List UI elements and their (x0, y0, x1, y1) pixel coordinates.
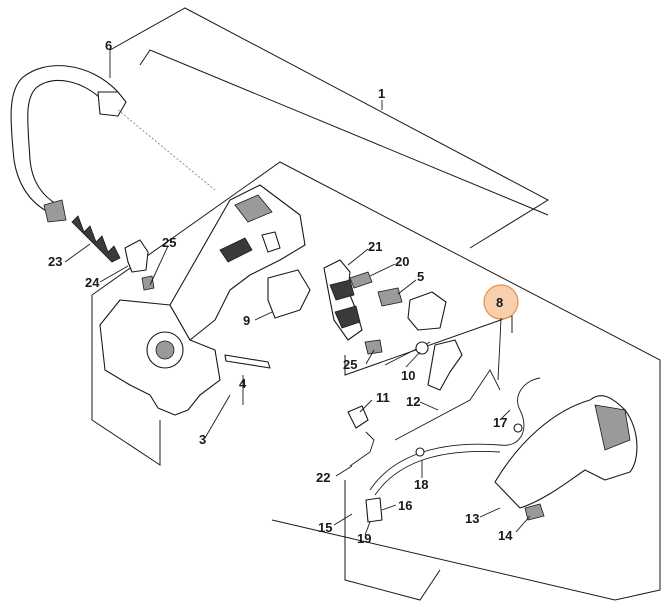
label-15: 15 (318, 520, 332, 535)
handle-bar (10, 65, 216, 223)
label-8: 8 (496, 295, 503, 310)
frame-trigger (344, 315, 513, 376)
label-1: 1 (378, 86, 385, 101)
part-labels: 1 3 4 5 6 8 9 10 11 12 13 14 15 16 17 18… (48, 38, 513, 546)
assembly-frames (91, 7, 661, 601)
rod-12 (394, 369, 501, 441)
screw-25b (364, 339, 383, 355)
housing (99, 184, 306, 416)
label-22: 22 (316, 470, 330, 485)
label-13: 13 (465, 511, 479, 526)
label-25a: 25 (162, 235, 176, 250)
frame-harness (344, 480, 441, 601)
lever-10 (384, 339, 463, 391)
label-9: 9 (243, 313, 250, 328)
cable-harness (365, 377, 541, 523)
label-3: 3 (199, 432, 206, 447)
part-8 (407, 291, 447, 331)
frame-handle-bar-inner (139, 49, 549, 216)
label-11: 11 (376, 390, 390, 405)
label-25b: 25 (343, 357, 357, 372)
screw-20 (349, 271, 373, 289)
frame-handle-bar (109, 7, 550, 249)
label-24: 24 (85, 275, 100, 290)
screw-4 (224, 354, 271, 369)
frame-main (91, 161, 661, 601)
label-19: 19 (357, 531, 371, 546)
handle-cover-13 (494, 395, 638, 521)
label-20: 20 (395, 254, 409, 269)
label-17: 17 (493, 415, 507, 430)
label-6: 6 (105, 38, 112, 53)
spring-assembly (71, 215, 155, 291)
label-5: 5 (417, 269, 424, 284)
label-10: 10 (401, 368, 415, 383)
clip-11 (347, 405, 369, 429)
leader-lines (64, 50, 531, 536)
label-16: 16 (398, 498, 412, 513)
screw-5 (377, 287, 403, 307)
label-21: 21 (368, 239, 382, 254)
label-4: 4 (239, 376, 247, 391)
label-23: 23 (48, 254, 62, 269)
label-12: 12 (406, 394, 420, 409)
label-14: 14 (498, 528, 513, 543)
boot-21 (323, 259, 363, 341)
frame-housing (91, 295, 161, 466)
cover-9 (267, 269, 311, 319)
wire-22 (349, 431, 375, 467)
label-18: 18 (414, 477, 428, 492)
